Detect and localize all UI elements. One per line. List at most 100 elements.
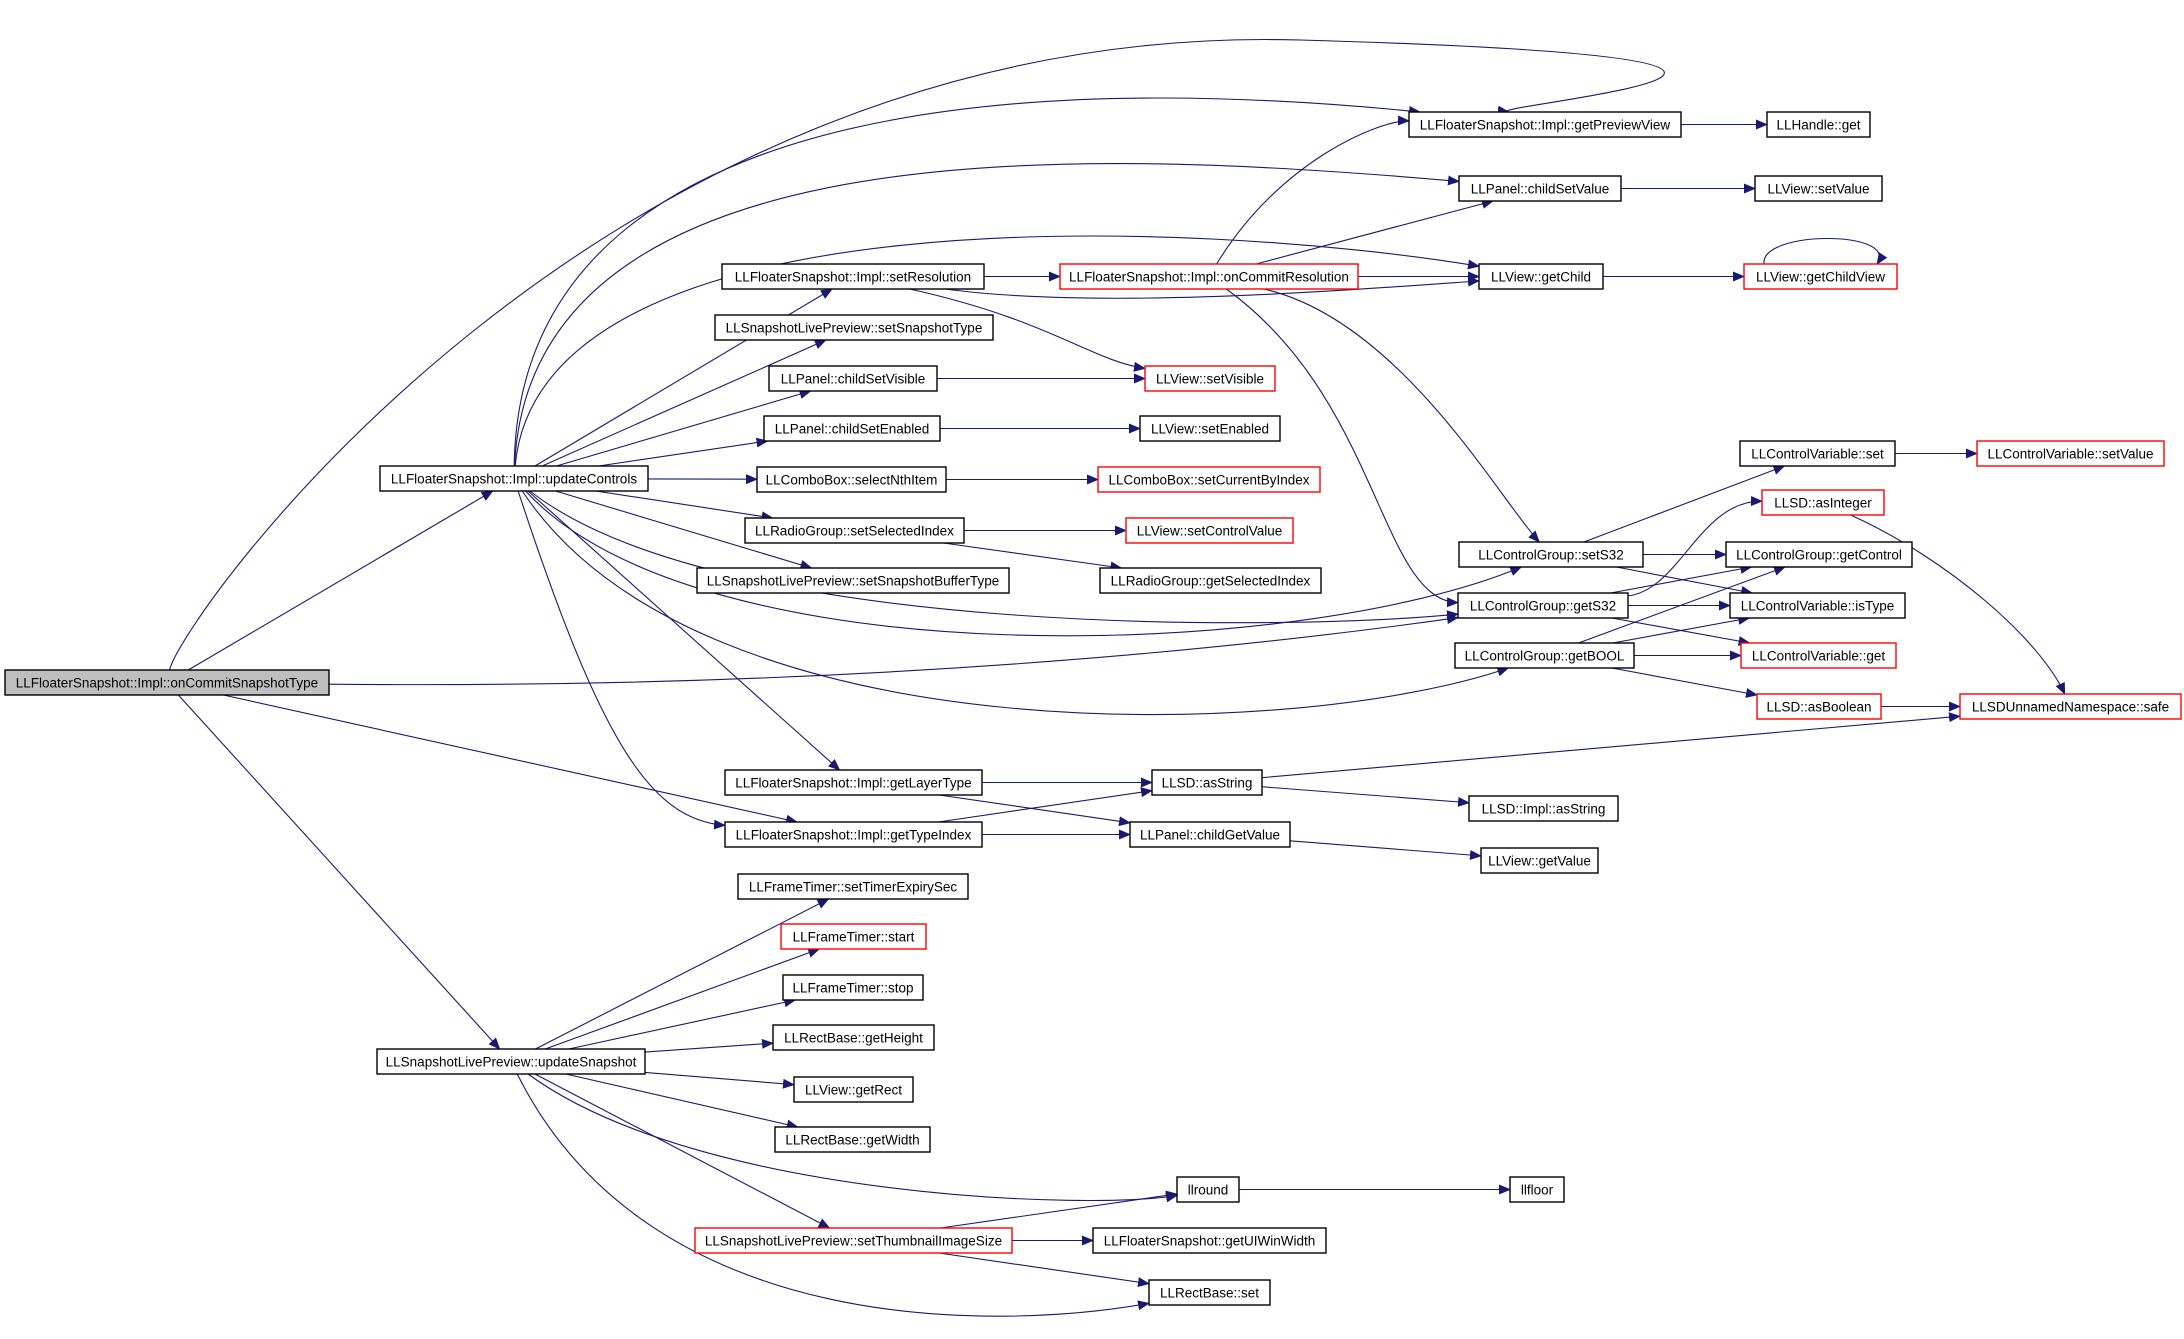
node-childSetEnabled[interactable]: LLPanel::childSetEnabled [763, 415, 941, 442]
edge-updateSnapshot-to-llround [527, 1073, 1178, 1203]
edge-updateSnapshot-to-getWidth [565, 1073, 799, 1130]
node-setCurrentByIndex[interactable]: LLComboBox::setCurrentByIndex [1097, 466, 1321, 493]
node-box [1509, 1176, 1565, 1203]
node-rectSet[interactable]: LLRectBase::set [1148, 1279, 1271, 1306]
node-llround[interactable]: llround [1176, 1176, 1240, 1203]
node-timerStart[interactable]: LLFrameTimer::start [780, 923, 927, 950]
node-getUIWinWidth[interactable]: LLFloaterSnapshot::getUIWinWidth [1092, 1227, 1327, 1254]
node-getWidth[interactable]: LLRectBase::getWidth [774, 1126, 931, 1153]
node-box [780, 923, 927, 950]
node-setResolution[interactable]: LLFloaterSnapshot::Impl::setResolution [721, 263, 985, 290]
node-implAsString[interactable]: LLSD::Impl::asString [1468, 795, 1619, 822]
edge-root-to-getS32 [328, 614, 1459, 686]
node-getRect[interactable]: LLView::getRect [793, 1076, 914, 1103]
node-llfloor[interactable]: llfloor [1509, 1176, 1565, 1203]
node-box [763, 415, 941, 442]
node-asString[interactable]: LLSD::asString [1151, 769, 1263, 796]
node-onCommitResolution[interactable]: LLFloaterSnapshot::Impl::onCommitResolut… [1059, 263, 1359, 290]
edge-onCommitResolution-to-setS32 [1263, 288, 1540, 543]
node-box [1959, 693, 2182, 720]
node-box [793, 1076, 914, 1103]
node-label: LLControlGroup::getS32 [1470, 599, 1616, 614]
edge-updateControls-to-getPreviewView [513, 97, 1421, 467]
node-label: llfloor [1521, 1183, 1554, 1198]
node-box [1148, 1279, 1271, 1306]
node-label: LLRectBase::getHeight [784, 1031, 923, 1046]
node-timerStop[interactable]: LLFrameTimer::stop [782, 974, 924, 1001]
node-label: LLView::getChild [1491, 270, 1591, 285]
node-box [379, 465, 649, 492]
edge-updateControls-to-getBOOL [521, 490, 1510, 716]
node-getControl[interactable]: LLControlGroup::getControl [1725, 541, 1913, 568]
node-updateSnapshot[interactable]: LLSnapshotLivePreview::updateSnapshot [376, 1048, 646, 1075]
node-setControlValue[interactable]: LLView::setControlValue [1125, 517, 1294, 544]
node-getPreviewView[interactable]: LLFloaterSnapshot::Impl::getPreviewView [1408, 111, 1682, 138]
node-viewSetValue[interactable]: LLView::setValue [1754, 175, 1883, 202]
edge-onCommitResolution-to-childSetValue [1255, 198, 1494, 265]
edge-updateControls-to-getS32 [529, 490, 1459, 624]
node-handleGet[interactable]: LLHandle::get [1766, 111, 1871, 138]
node-label: LLView::setVisible [1156, 372, 1264, 387]
edge-updateControls-to-getChild [514, 235, 1480, 467]
edge-getChildView-to-getChildView [1763, 238, 1888, 265]
node-box [721, 263, 985, 290]
node-childGetValue[interactable]: LLPanel::childGetValue [1129, 821, 1291, 848]
node-label: LLView::setControlValue [1137, 524, 1283, 539]
node-setSnapshotBufferType[interactable]: LLSnapshotLivePreview::setSnapshotBuffer… [696, 567, 1010, 594]
node-selectNthItem[interactable]: LLComboBox::selectNthItem [756, 466, 947, 493]
node-label: LLRectBase::set [1160, 1286, 1259, 1301]
edge-updateControls-to-setSelectedIndex [595, 490, 774, 522]
node-viewGetValue[interactable]: LLView::getValue [1480, 847, 1599, 874]
node-box [1458, 541, 1644, 568]
node-label: LLFloaterSnapshot::getUIWinWidth [1104, 1234, 1316, 1249]
edge-root-to-updateSnapshot [177, 694, 501, 1050]
edge-asString-to-implAsString [1261, 786, 1470, 807]
node-label: LLPanel::childGetValue [1140, 828, 1280, 843]
edge-getLayerType-to-childGetValue [939, 794, 1131, 827]
node-cvSetValue[interactable]: LLControlVariable::setValue [1976, 440, 2165, 467]
node-box [756, 466, 947, 493]
edge-setThumbnailImageSize-to-rectSet [938, 1252, 1150, 1288]
node-viewSetVisible[interactable]: LLView::setVisible [1144, 365, 1276, 392]
node-setThumbnailImageSize[interactable]: LLSnapshotLivePreview::setThumbnailImage… [694, 1227, 1013, 1254]
node-getSelectedIndex[interactable]: LLRadioGroup::getSelectedIndex [1099, 567, 1322, 594]
node-layer: LLFloaterSnapshot::Impl::onCommitSnapsho… [4, 111, 2182, 1306]
node-childSetVisible[interactable]: LLPanel::childSetVisible [768, 365, 938, 392]
edge-updateControls-to-getTypeIndex [517, 490, 726, 830]
node-setS32[interactable]: LLControlGroup::setS32 [1458, 541, 1644, 568]
node-childSetValue[interactable]: LLPanel::childSetValue [1458, 175, 1622, 202]
edge-getBOOL-to-isType [1612, 615, 1751, 644]
node-viewSetEnabled[interactable]: LLView::setEnabled [1139, 415, 1281, 442]
node-label: LLControlGroup::setS32 [1478, 548, 1624, 563]
node-cvSet[interactable]: LLControlVariable::set [1739, 440, 1896, 467]
node-asBoolean[interactable]: LLSD::asBoolean [1756, 693, 1882, 720]
node-box [1739, 440, 1896, 467]
node-setSelectedIndex[interactable]: LLRadioGroup::setSelectedIndex [744, 517, 965, 544]
node-box [1766, 111, 1871, 138]
node-getTypeIndex[interactable]: LLFloaterSnapshot::Impl::getTypeIndex [724, 821, 983, 848]
node-getChildView[interactable]: LLView::getChildView [1743, 263, 1898, 290]
node-setSnapshotType[interactable]: LLSnapshotLivePreview::setSnapshotType [714, 314, 994, 341]
node-box [1743, 263, 1898, 290]
edge-updateSnapshot-to-setThumbnailImageSize [534, 1073, 831, 1229]
node-isType[interactable]: LLControlVariable::isType [1729, 592, 1906, 619]
node-root[interactable]: LLFloaterSnapshot::Impl::onCommitSnapsho… [4, 669, 330, 696]
node-getHeight[interactable]: LLRectBase::getHeight [772, 1024, 935, 1051]
node-updateControls[interactable]: LLFloaterSnapshot::Impl::updateControls [379, 465, 649, 492]
edge-childGetValue-to-viewGetValue [1289, 840, 1482, 861]
node-label: LLControlGroup::getBOOL [1465, 649, 1625, 664]
node-cvGet[interactable]: LLControlVariable::get [1740, 642, 1897, 669]
node-label: LLPanel::childSetValue [1471, 182, 1610, 197]
node-getS32[interactable]: LLControlGroup::getS32 [1457, 592, 1629, 619]
node-box [1097, 466, 1321, 493]
node-asInteger[interactable]: LLSD::asInteger [1761, 489, 1885, 516]
node-getLayerType[interactable]: LLFloaterSnapshot::Impl::getLayerType [724, 769, 983, 796]
node-box [1754, 175, 1883, 202]
node-getChild[interactable]: LLView::getChild [1478, 263, 1604, 290]
node-safe[interactable]: LLSDUnnamedNamespace::safe [1959, 693, 2182, 720]
node-setTimerExpirySec[interactable]: LLFrameTimer::setTimerExpirySec [737, 873, 969, 900]
edge-updateControls-to-childSetVisible [556, 389, 812, 467]
node-getBOOL[interactable]: LLControlGroup::getBOOL [1454, 642, 1635, 669]
edge-asInteger-to-safe [1850, 514, 2066, 695]
